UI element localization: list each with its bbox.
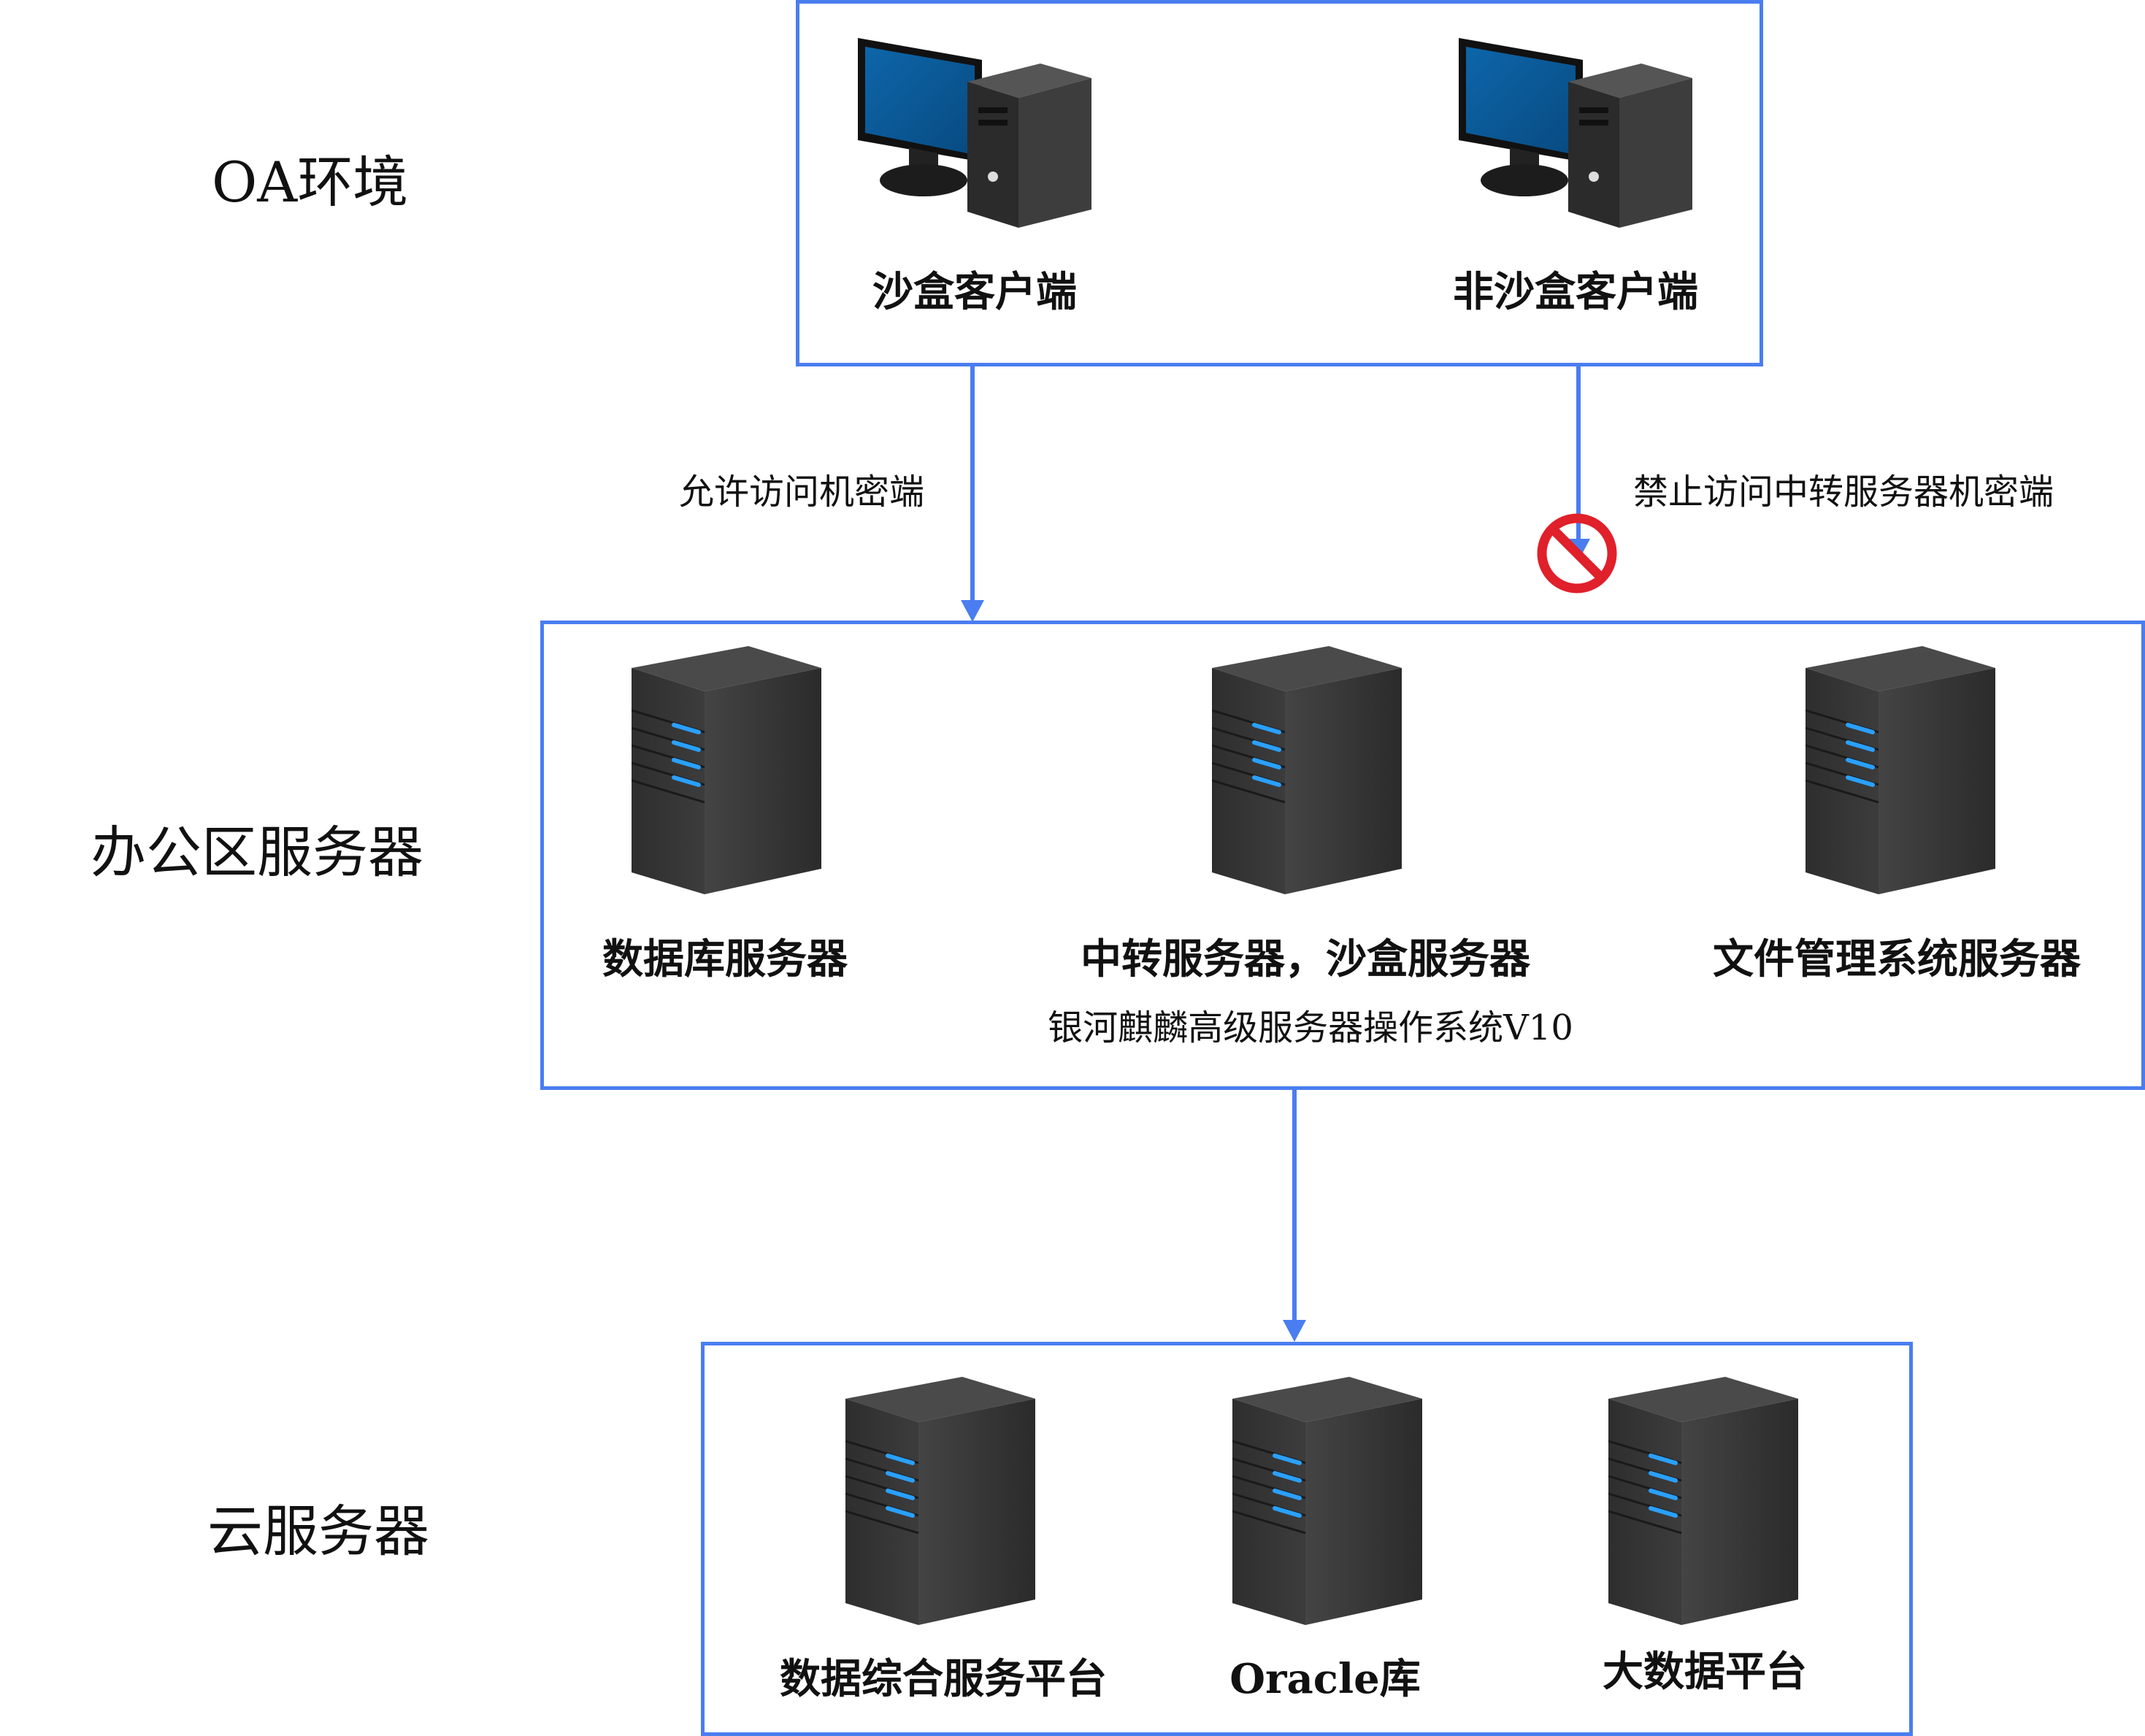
server-label-relay-sandbox: 中转服务器，沙盒服务器 [1081,935,1530,983]
tier-label-cloud: 云服务器 [207,1499,429,1564]
allow-connector [961,366,984,622]
office-to-cloud-connector [1283,1090,1306,1342]
server-label-big-data: 大数据平台 [1603,1648,1807,1696]
server-label-data-platform: 数据综合服务平台 [780,1655,1107,1703]
os-note: 银河麒麟高级服务器操作系统V10 [1048,1007,1573,1048]
arrow-down-icon [961,600,984,622]
deny-access-label: 禁止访问中转服务器机密端 [1633,472,2054,512]
allow-access-label: 允许访问机密端 [679,472,925,512]
tier-label-oa: OA环境 [212,150,409,215]
client-label-sandbox: 沙盒客户端 [872,268,1077,316]
oa-environment-box [796,0,1763,366]
deny-connector [1537,366,1617,594]
prohibited-icon [1537,513,1617,594]
server-label-database: 数据库服务器 [602,935,848,983]
cloud-servers-box [701,1342,1913,1736]
server-label-file-management: 文件管理系统服务器 [1713,935,2081,983]
office-servers-box [540,621,2145,1090]
server-label-oracle: Oracle库 [1229,1655,1421,1703]
client-label-non-sandbox: 非沙盒客户端 [1453,268,1698,316]
tier-label-office: 办公区服务器 [91,820,423,885]
